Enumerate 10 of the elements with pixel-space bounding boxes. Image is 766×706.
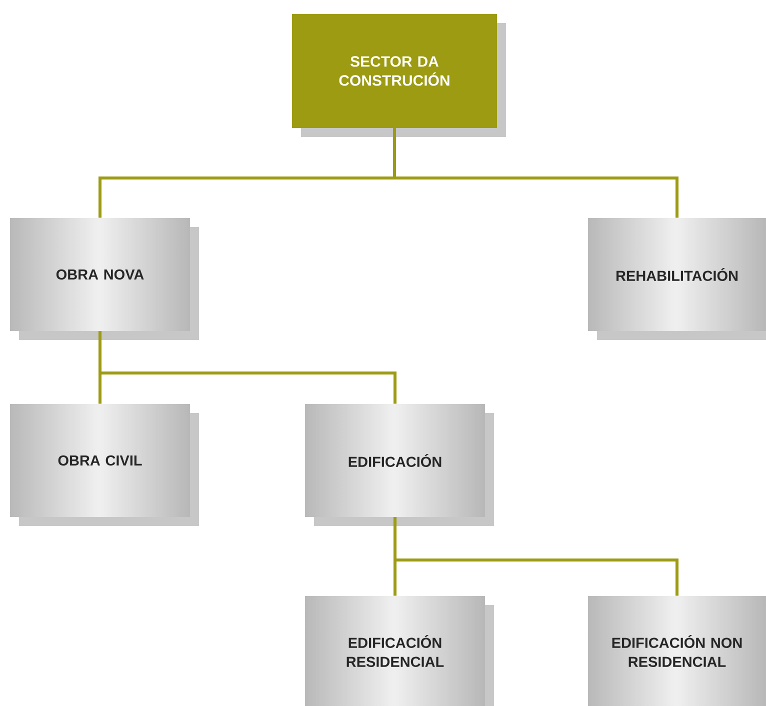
category-box: OBRA NOVA (10, 218, 199, 340)
category-box: EDIFICACIÓN NON RESIDENCIAL (588, 596, 766, 706)
category-box: REHABILITACIÓN (588, 218, 766, 340)
category-box: EDIFICACIÓN (305, 404, 494, 526)
connector (98, 331, 396, 404)
connector (393, 128, 678, 218)
category-box: EDIFICACIÓN RESIDENCIAL (305, 596, 494, 706)
connector (394, 517, 678, 596)
category-box: OBRA CIVIL (10, 404, 199, 526)
title-box: SECTOR DA CONSTRUCIÓN (292, 14, 506, 137)
